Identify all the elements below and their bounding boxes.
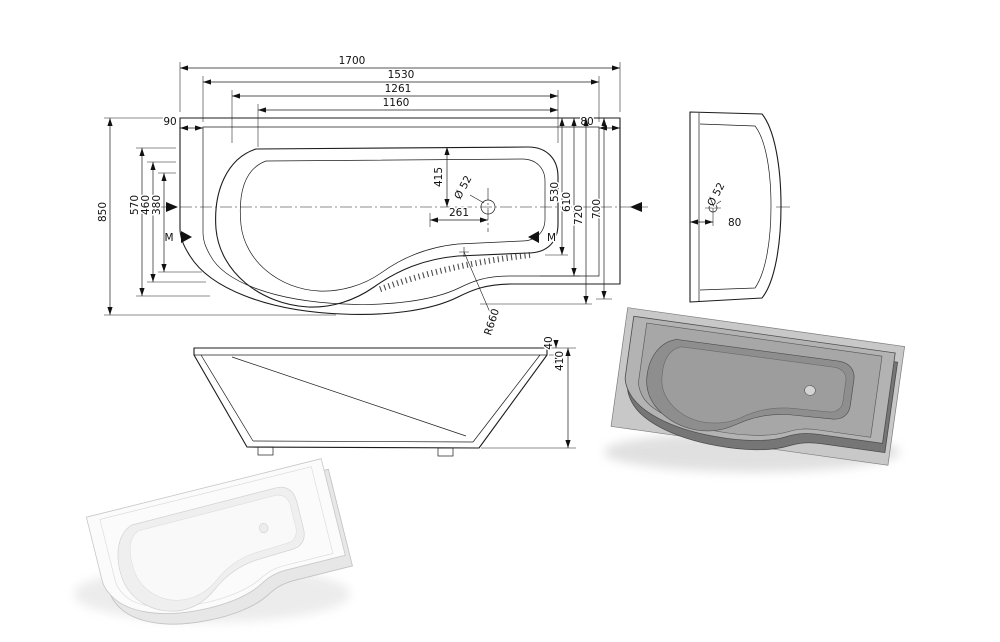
mixer-label-left: M (164, 232, 173, 244)
end-view-outline (689, 111, 782, 303)
dim-label-261: 261 (449, 207, 469, 219)
gray-bath-drain (804, 385, 816, 396)
dim-label-530: 530 (549, 182, 561, 202)
end-view-tick-lines (705, 200, 790, 226)
mixer-triangle-right (528, 231, 539, 243)
front-view-foot-left (257, 446, 274, 456)
front-view-dim-label-40: 40 (543, 336, 555, 349)
front-view-inner-lines (194, 354, 547, 443)
centerline (160, 188, 648, 232)
end-view-drain-leader (714, 200, 722, 206)
render-gray-bath (610, 307, 906, 470)
dim-label-700: 700 (591, 199, 603, 219)
end-view-inner-profile (698, 113, 772, 301)
dim-label-610: 610 (561, 192, 573, 212)
white-bath-drain (258, 522, 269, 534)
section-arrow-left (166, 202, 178, 212)
dim-label-415: 415 (433, 167, 445, 187)
dim-label-720: 720 (573, 205, 585, 225)
plan-view: Ø 52 R660 M M 1700 1530 1261 1160 90 80 … (96, 54, 648, 338)
basin-floor-outline (239, 158, 546, 292)
section-arrow-right (630, 202, 642, 212)
dim-label-90: 90 (163, 116, 176, 128)
dim-label-1530: 1530 (388, 69, 415, 81)
front-view-dim-label-410: 410 (554, 351, 566, 371)
dim-label-1700: 1700 (339, 55, 366, 67)
extension-lines-right (429, 213, 612, 305)
radius-leader-line (459, 247, 493, 318)
dim-label-80: 80 (580, 116, 593, 128)
front-view-outline (193, 347, 548, 449)
drain-diameter-label: Ø 52 (452, 174, 474, 202)
extension-lines-top (179, 62, 621, 147)
mixer-label-right: M (547, 232, 556, 244)
front-view-foot-right (437, 447, 454, 457)
radius-label: R660 (482, 307, 502, 337)
basin-opening-outline (215, 146, 559, 308)
extension-lines-left (104, 117, 336, 316)
dim-label-1261: 1261 (385, 83, 412, 95)
bath-rim-inner-outline (202, 126, 600, 305)
dim-label-460: 460 (140, 195, 152, 215)
render-white-bath (85, 458, 358, 642)
dim-label-850: 850 (97, 202, 109, 222)
mixer-triangle-left (181, 231, 192, 243)
front-elevation-view: 40 410 (193, 335, 576, 457)
drain-leader-line (469, 194, 485, 204)
textured-step-hatch (376, 252, 531, 293)
end-view-dim-label-80: 80 (728, 217, 741, 229)
drain-hole (480, 199, 496, 215)
dim-label-570: 570 (129, 195, 141, 215)
end-view: Ø 52 80 (689, 111, 790, 303)
end-view-drain-diameter-label: Ø 52 (705, 181, 727, 209)
dim-label-380: 380 (151, 195, 163, 215)
dim-label-1160: 1160 (383, 97, 410, 109)
